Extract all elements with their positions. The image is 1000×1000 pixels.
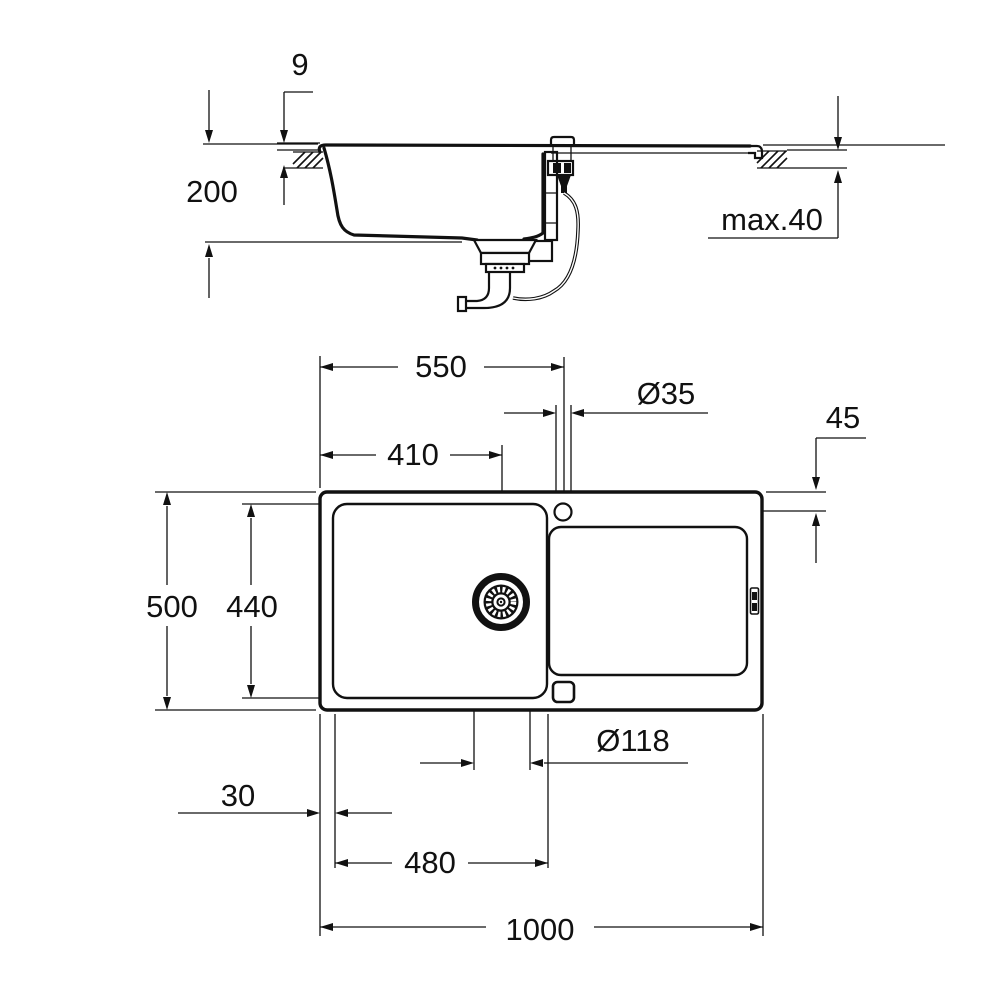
dim-rim-width: 30: [178, 778, 392, 817]
plan-view: 550 Ø35 45 410 500: [146, 349, 866, 947]
drain-trap-assembly: [456, 238, 554, 313]
sink-profile: [317, 143, 764, 242]
drain-outlet-cap: [456, 295, 468, 313]
overflow-assembly: [512, 135, 580, 302]
brand-badge: [749, 587, 760, 615]
drainboard-lip: [748, 144, 764, 160]
dim-bowl-depth-side-label: 200: [186, 174, 238, 209]
drain-strainer: [472, 573, 530, 631]
dim-left-to-drain: 410: [320, 437, 502, 472]
dim-bowl-width: 480: [335, 845, 548, 880]
dim-faucet-from-top: 45: [812, 400, 866, 563]
dim-rim-width-label: 30: [221, 778, 255, 813]
dim-bowl-depth: 440: [226, 504, 278, 698]
drain-locknut: [484, 262, 526, 274]
drain-flange: [472, 238, 538, 255]
side-view: 9 200 max.40: [186, 47, 945, 313]
overflow-funnel: [557, 175, 571, 193]
dim-faucet-hole-label: Ø35: [637, 376, 696, 411]
dim-overall-depth-label: 500: [146, 589, 198, 624]
dim-rim-height-label: 9: [291, 47, 308, 82]
left-counter-hatch: [283, 151, 324, 169]
dim-left-to-faucet-label: 550: [415, 349, 467, 384]
dim-faucet-hole: Ø35: [504, 376, 708, 417]
dim-overall-width: 1000: [320, 912, 763, 947]
dim-bowl-width-label: 480: [404, 845, 456, 880]
overflow-knob: [549, 135, 576, 145]
overflow-control: [551, 680, 576, 704]
dim-counter-thickness-label: max.40: [721, 202, 823, 237]
dim-left-to-faucet: 550: [320, 349, 564, 384]
dim-faucet-from-top-label: 45: [826, 400, 860, 435]
dim-drain-hole: Ø118: [420, 723, 688, 767]
dim-rim-height: 9: [280, 47, 313, 205]
dim-counter-thickness: max.40: [708, 96, 842, 239]
drainboard-outline: [547, 525, 749, 677]
faucet-hole: [553, 502, 573, 522]
dim-bowl-depth-side: 200: [186, 90, 238, 298]
dim-drain-hole-label: Ø118: [596, 723, 670, 758]
dim-overall-depth: 500: [146, 492, 198, 710]
bowl-outline: [331, 502, 549, 700]
side-reference-lines: [203, 142, 945, 243]
dim-left-to-drain-label: 410: [387, 437, 439, 472]
dim-overall-width-label: 1000: [506, 912, 575, 947]
dim-bowl-depth-label: 440: [226, 589, 278, 624]
